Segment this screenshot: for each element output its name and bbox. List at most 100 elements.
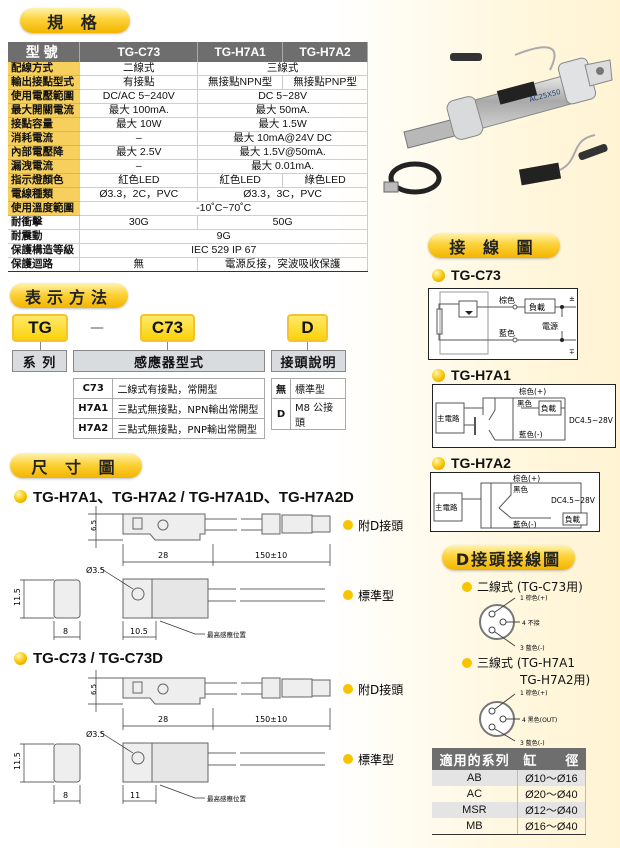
spec-label: 使用電壓範圍 <box>8 89 81 105</box>
spec-label: 漏洩電流 <box>8 159 81 175</box>
series-name: MB <box>432 818 518 835</box>
caption-sensor-type: 感應器型式 <box>73 350 265 372</box>
spec-value-h7: 最大 1.5V@50mA. <box>197 145 368 161</box>
product-photo: AC25X50 <box>383 46 613 195</box>
spec-value-c73: 無 <box>79 257 199 273</box>
wiring-h7a1-diagram: 主電路 負載 棕色(+) 黑色 藍色(-) DC4.5~28V <box>432 384 616 448</box>
dimension-drawing: 6.5 28 150±10 Ø3.5 11.5 8 10.5 最高感應位置 附D… <box>13 506 403 640</box>
dim-sense-offset: 10.5 <box>130 627 148 636</box>
spec-value-h7a1: 紅色LED <box>197 173 284 189</box>
wiring-h7a2-label: TG-H7A2 <box>451 455 511 471</box>
with-d-connector-label: 附D接頭 <box>358 682 403 697</box>
spec-label: 指示燈顏色 <box>8 173 81 189</box>
spec-label: 保護構造等級 <box>8 243 81 259</box>
wiring-h7a1-title: TG-H7A1 <box>432 367 511 383</box>
pin-4-label: 4 黑色(OUT) <box>522 716 557 724</box>
spec-value-c73: 最大 10W <box>79 117 199 133</box>
sensor-switch <box>518 134 608 186</box>
spec-value-h7: 最大 1.5W <box>197 117 368 133</box>
wiring-section-title: 接 線 圖 <box>428 233 560 258</box>
spec-value-c73: 紅色LED <box>79 173 199 189</box>
spec-row: 漏洩電流–最大 0.01mA. <box>8 159 368 175</box>
spec-label: 電線種類 <box>8 187 81 203</box>
dimension-drawing: 6.5 28 150±10 Ø3.5 11.5 8 11 最高感應位置 附D接頭… <box>13 670 403 804</box>
caption-connector: 接頭說明 <box>271 350 346 372</box>
spec-value-c73: – <box>79 131 199 147</box>
connector-desc: 標準型 <box>290 378 346 399</box>
standard-type-label: 標準型 <box>358 588 394 603</box>
spec-label: 耐震動 <box>8 229 81 245</box>
wiring-h7a2-title: TG-H7A2 <box>432 455 511 471</box>
voltage-label: DC4.5~28V <box>551 496 596 505</box>
voltage-label: DC4.5~28V <box>569 416 614 425</box>
header-model: 型號 <box>8 42 81 62</box>
bullet-icon <box>432 456 445 470</box>
connector-row: 無標準型 <box>271 378 346 399</box>
spec-value-h7: 電源反接，突波吸收保護 <box>197 257 368 273</box>
wiring-c73-title: TG-C73 <box>432 267 501 283</box>
dim-hole: Ø3.5 <box>86 729 105 739</box>
blue-wire-label: 藍色(-) <box>519 429 543 439</box>
wiring-c73-label: TG-C73 <box>451 267 501 283</box>
load-label: 負載 <box>565 514 580 524</box>
spec-row: 使用溫度範圍-10˚C~70˚C <box>8 201 368 217</box>
connector-desc: M8 公接頭 <box>290 398 346 430</box>
black-wire-label: 黑色 <box>517 398 532 408</box>
bullet-icon <box>432 268 445 282</box>
blue-wire-label: 藍色 <box>499 328 515 338</box>
dim-cable-length: 150±10 <box>255 551 287 560</box>
bullet-icon <box>462 657 472 668</box>
header-c73: TG-C73 <box>79 42 199 62</box>
header-h7a1: TG-H7A1 <box>197 42 284 62</box>
spec-value-c73: 有接點 <box>79 75 199 91</box>
spec-value-c73: DC/AC 5~240V <box>79 89 199 105</box>
mounting-band <box>383 161 442 195</box>
spec-label: 耐衝擊 <box>8 215 81 231</box>
spec-value-h7a2: 綠色LED <box>282 173 368 189</box>
spec-value-c73: 二線式 <box>79 62 199 77</box>
spec-value-h7: 最大 10mA@24V DC <box>197 131 368 147</box>
sense-position-label: 最高感應位置 <box>207 630 247 639</box>
spec-value-h7: 最大 0.01mA. <box>197 159 368 175</box>
spec-section-title: 規 格 <box>20 8 130 33</box>
wiring-h7a1-label: TG-H7A1 <box>451 367 511 383</box>
dim-width: 8 <box>63 627 68 636</box>
pin-1-label: 1 棕色(+) <box>520 689 547 697</box>
type-desc: 三點式無接點，NPN輸出常開型 <box>112 398 265 419</box>
type-code: C73 <box>72 378 114 399</box>
dim-sense-offset: 11 <box>130 791 140 800</box>
type-code: H7A1 <box>72 398 114 419</box>
part-sensor-type: C73 <box>140 314 195 342</box>
black-wire-label: 黑色 <box>513 484 528 494</box>
spec-label: 配線方式 <box>8 62 81 77</box>
header-h7a2: TG-H7A2 <box>282 42 368 62</box>
connector-code: 無 <box>271 378 291 399</box>
spec-value: 9G <box>79 229 368 245</box>
bore-range: Ø10～Ø16 <box>517 770 587 786</box>
part-connector: D <box>287 314 328 342</box>
main-circuit-label: 主電路 <box>435 502 458 512</box>
header-bore: 缸 徑 <box>517 748 586 770</box>
cylinder: AC25X50 <box>403 57 613 149</box>
spec-label: 輸出接點型式 <box>8 75 81 91</box>
spec-value-c73: Ø3.3，2C，PVC <box>79 187 199 203</box>
dim-width: 8 <box>63 791 68 800</box>
brown-wire-label: 棕色(+) <box>513 473 540 483</box>
dim-height: 11.5 <box>13 752 22 770</box>
series-name: AC <box>432 786 518 802</box>
load-label: 負載 <box>541 403 556 413</box>
bore-range: Ø16～Ø40 <box>517 818 587 835</box>
spec-value-h7a2: 無接點PNP型 <box>282 75 368 91</box>
bore-range: Ø12～Ø40 <box>517 802 587 818</box>
